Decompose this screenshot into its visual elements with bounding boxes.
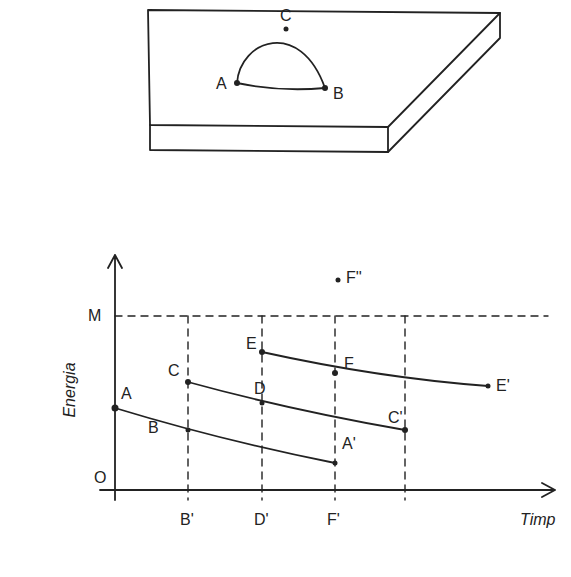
point-label: D' <box>254 512 269 528</box>
point-label: C' <box>388 410 403 426</box>
point-label: F' <box>327 512 340 528</box>
point-label: B <box>333 86 344 102</box>
axis-title: Timp <box>520 512 555 528</box>
point-label: C <box>280 8 292 24</box>
points <box>112 27 491 466</box>
point-label: C <box>168 363 180 379</box>
curve-a <box>115 408 335 463</box>
plate-front <box>150 125 388 152</box>
point-label: A <box>121 386 132 402</box>
dashed-guides <box>115 316 548 500</box>
axis-title: Energia <box>62 362 78 417</box>
point-label: B <box>148 420 159 436</box>
plate-side <box>388 13 500 152</box>
point-label: M <box>88 308 101 324</box>
plate-top <box>148 10 500 127</box>
curve-c <box>188 382 405 430</box>
dome-base <box>237 83 325 89</box>
point-label: F <box>344 356 354 372</box>
point-label: E <box>246 336 257 352</box>
point-label: A <box>216 76 227 92</box>
point-label: O <box>94 470 106 486</box>
dome-arc <box>237 43 325 88</box>
x-axis <box>100 483 555 497</box>
y-axis <box>108 255 122 500</box>
point-label: E' <box>496 378 510 394</box>
point-label: F'' <box>346 270 362 286</box>
point-label: B' <box>180 512 194 528</box>
curve-e <box>262 352 488 386</box>
point-label: A' <box>342 436 356 452</box>
point-label: D <box>254 381 266 397</box>
